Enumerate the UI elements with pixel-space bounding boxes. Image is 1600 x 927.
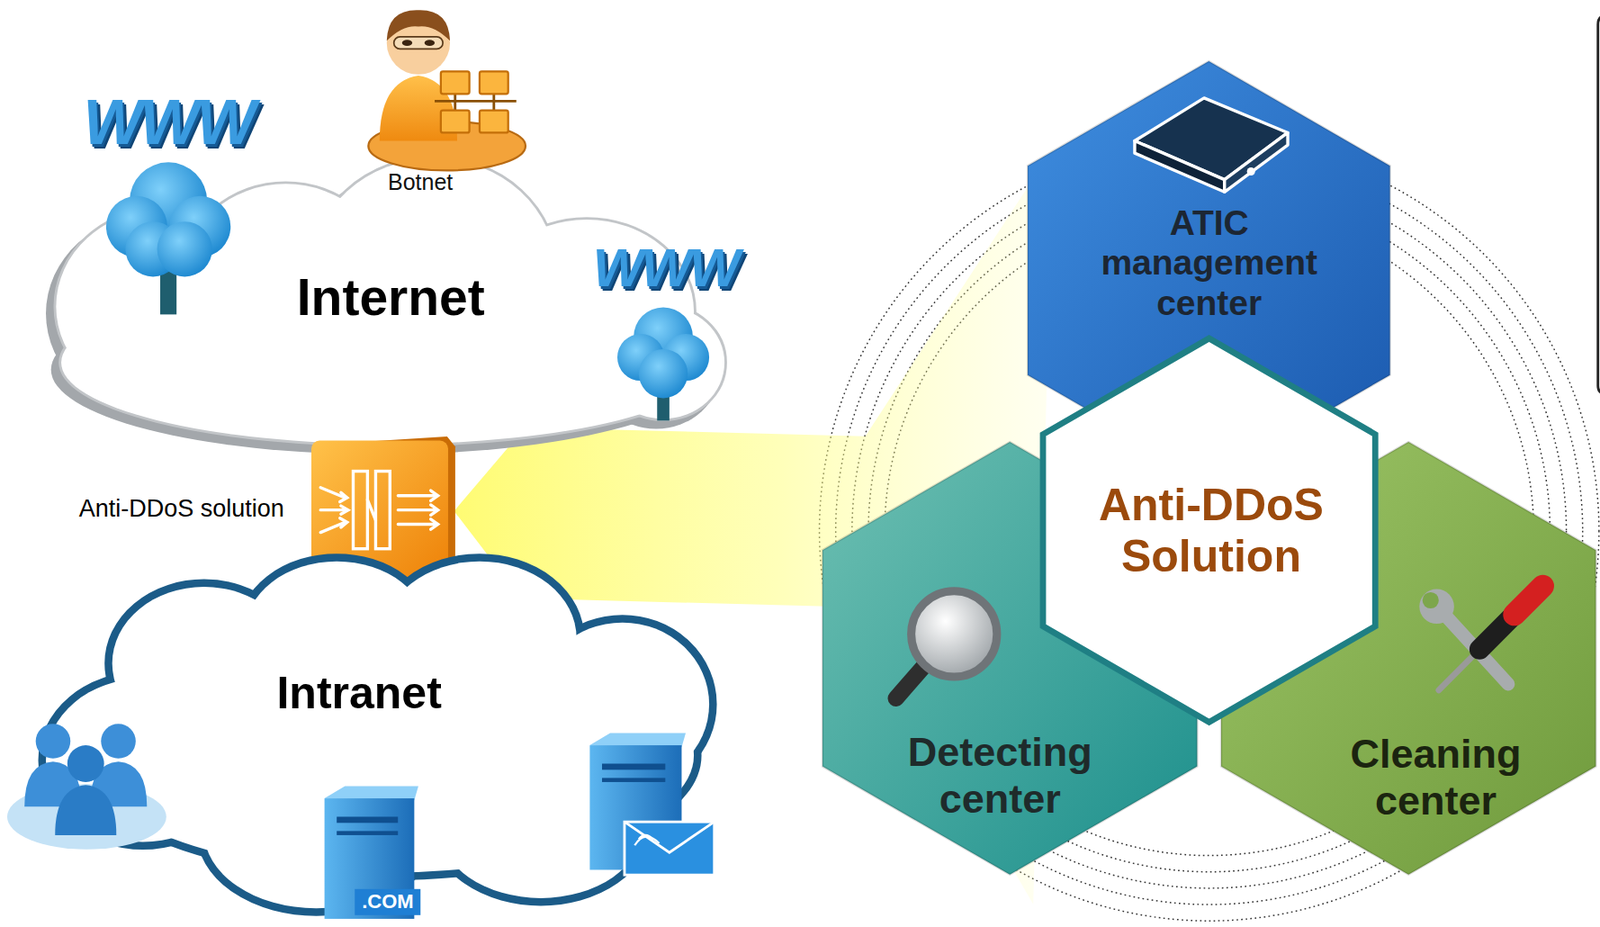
- node-shape: [1221, 441, 1596, 875]
- partial-panel: [1598, 15, 1600, 395]
- center-name: ATIC management center: [1087, 202, 1331, 324]
- node-shape: [311, 436, 455, 582]
- solution-hexagon: Anti-DDoS Solution: [1042, 338, 1376, 722]
- atic-device-icon: [1134, 98, 1288, 192]
- botnet-label: Botnet: [387, 168, 453, 195]
- www-logo: WWW: [593, 236, 738, 299]
- web-server-icon: [324, 785, 419, 918]
- magnifier-icon: [896, 591, 998, 699]
- mail-server-icon: [589, 732, 714, 875]
- solution-hexagon: Cleaning center: [1221, 441, 1596, 875]
- node-shape: [30, 540, 735, 924]
- www-tree: [106, 161, 231, 315]
- network-name: Intranet: [276, 667, 441, 720]
- www-logo: WWW: [82, 86, 253, 159]
- botnet-figure: [368, 9, 526, 171]
- solution-hexagon: ATIC management center: [1027, 61, 1391, 480]
- network-cloud: Internet: [15, 143, 756, 470]
- www-tree: [617, 306, 710, 421]
- broad-arrow: [454, 148, 1053, 905]
- solution-hexagon: Detecting center: [822, 441, 1197, 875]
- device-label: Anti-DDoS solution: [79, 494, 285, 523]
- node-shape: [1042, 338, 1376, 722]
- center-name: Cleaning center: [1318, 730, 1553, 825]
- center-name: Anti-DDoS Solution: [1076, 478, 1347, 583]
- users-icon: [7, 723, 167, 850]
- anti-ddos-device: Anti-DDoS solution: [311, 436, 455, 582]
- node-shape: [822, 441, 1197, 875]
- tools-icon: [1419, 585, 1543, 691]
- domain-tag: .COM: [354, 889, 421, 915]
- node-shape: [1027, 61, 1391, 480]
- center-name: Detecting center: [882, 728, 1117, 823]
- network-cloud: Intranet: [30, 540, 735, 924]
- network-name: Internet: [296, 268, 486, 328]
- node-shape: [15, 143, 756, 470]
